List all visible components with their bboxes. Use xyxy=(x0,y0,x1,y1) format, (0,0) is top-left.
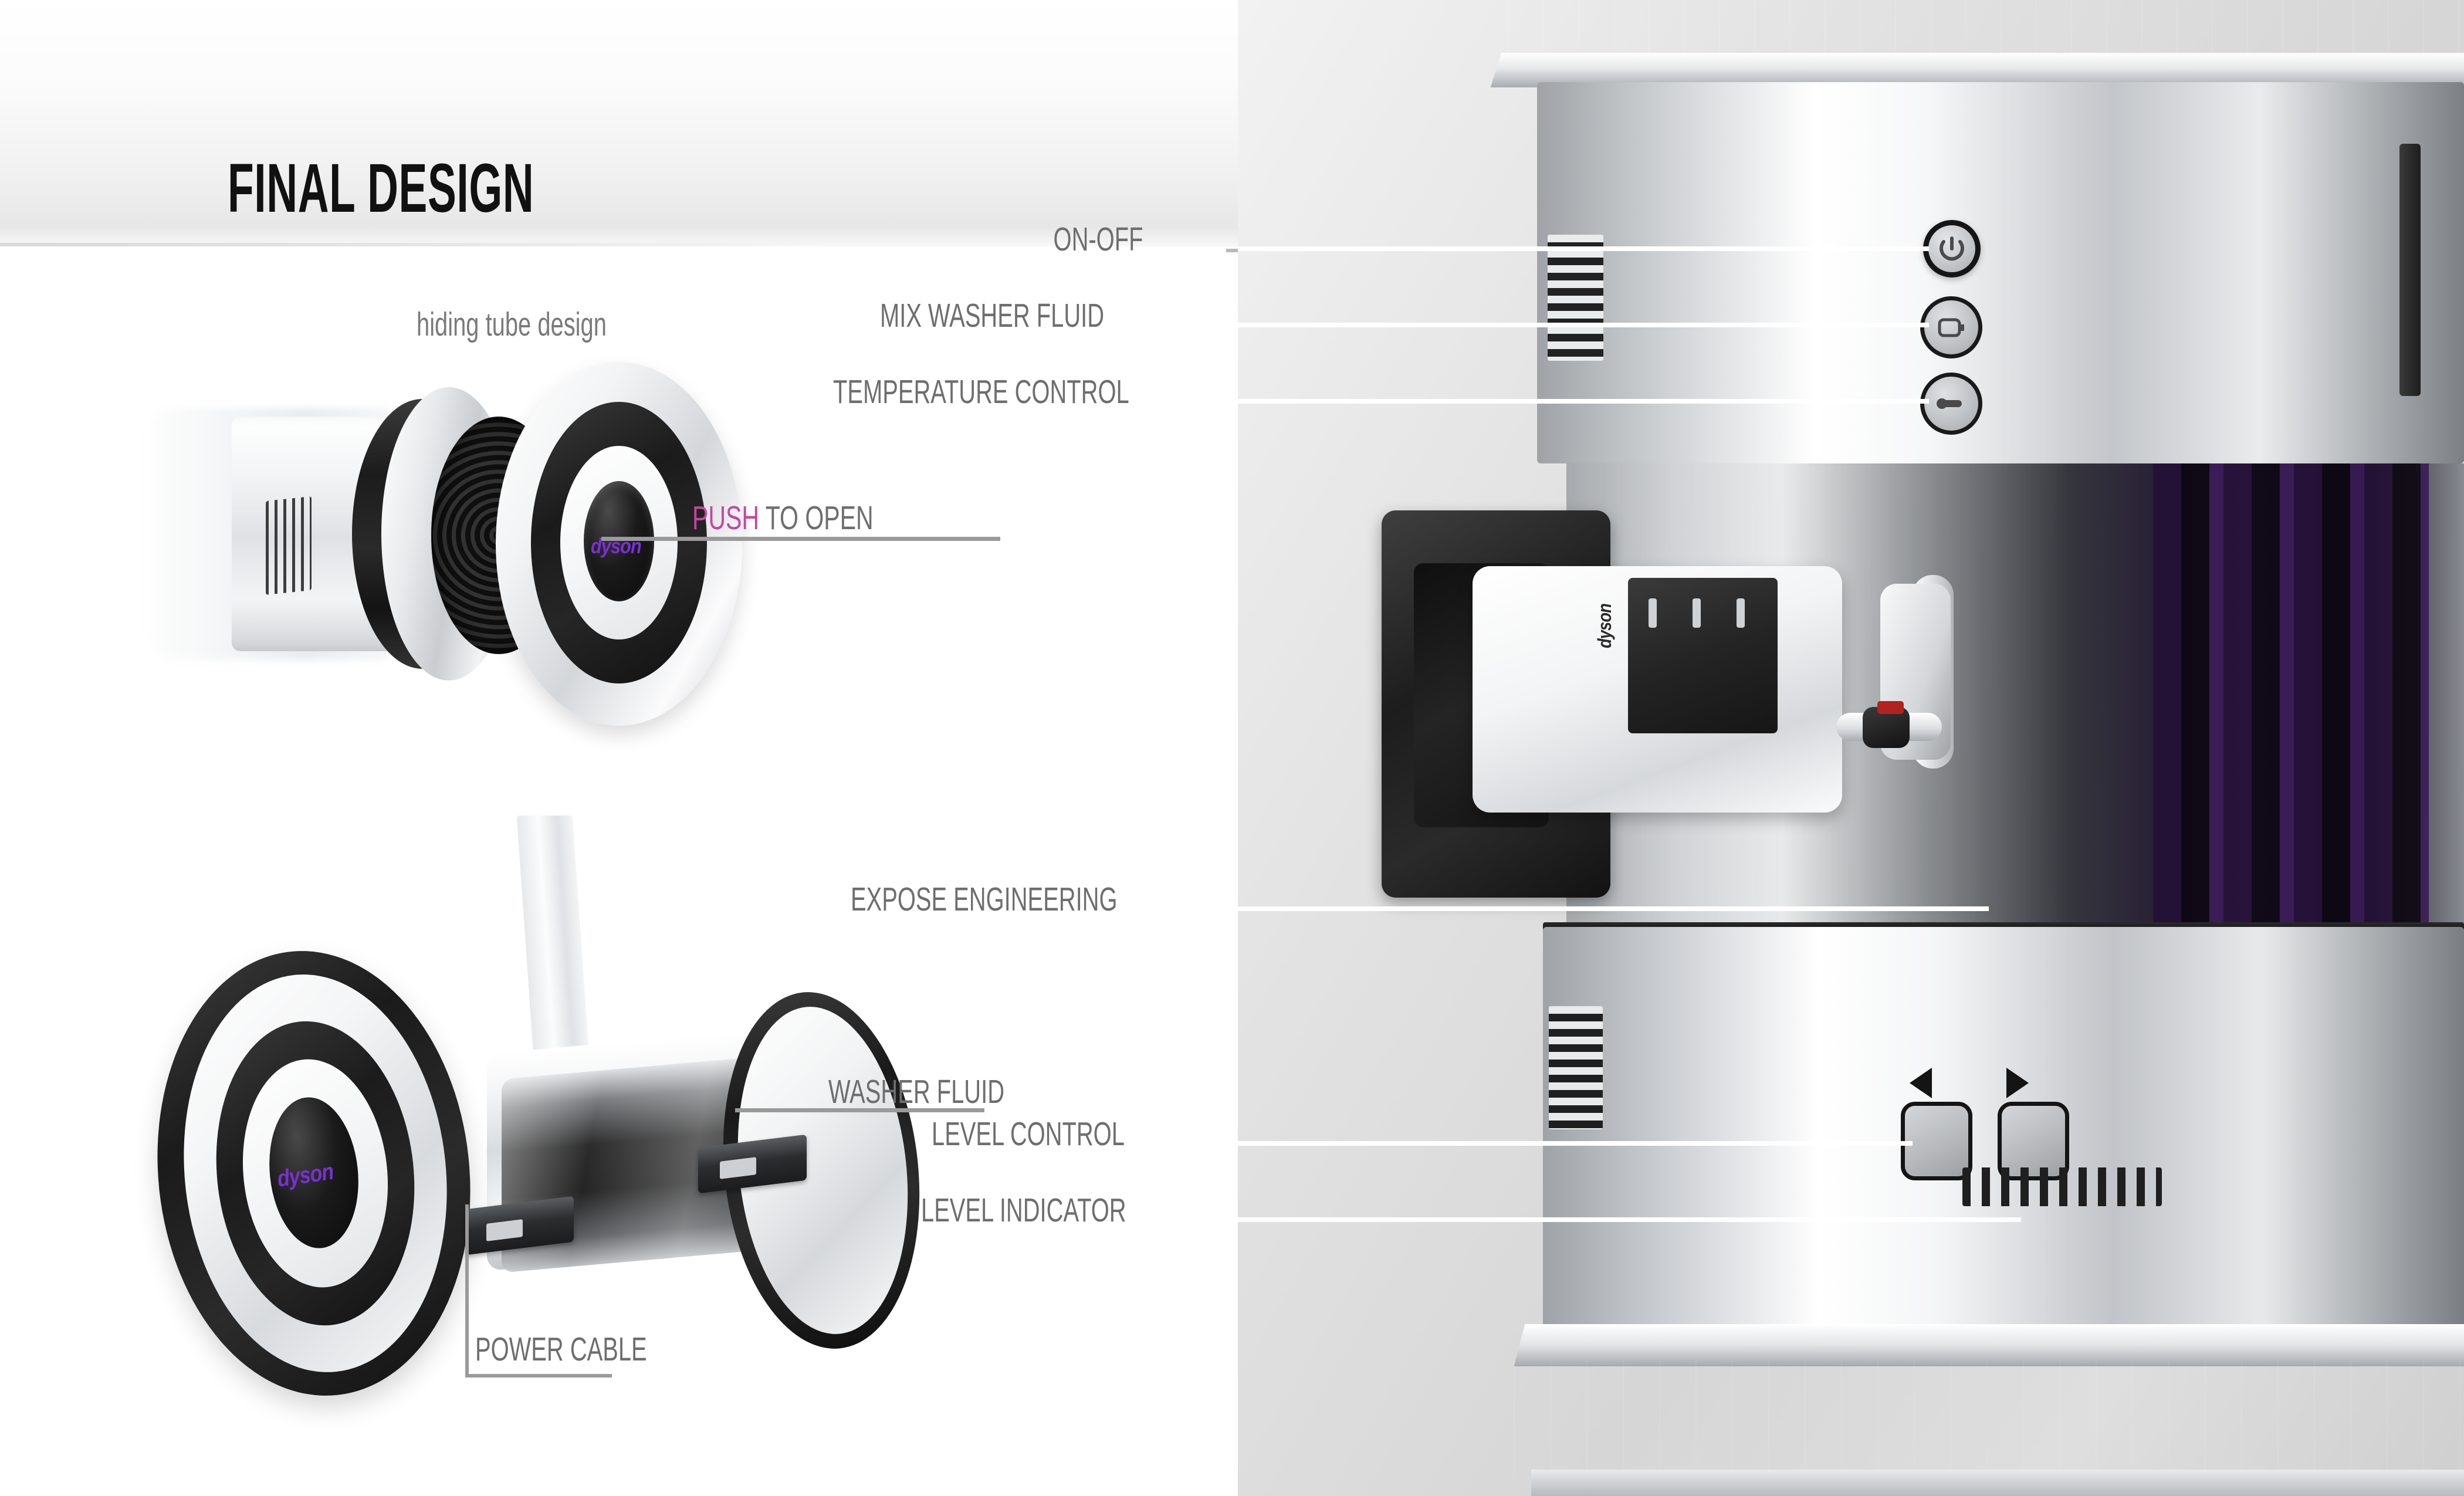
power-cable-leader-horizontal xyxy=(465,1374,612,1377)
render-hiding-tube: dyson xyxy=(150,337,965,760)
render-spool: dyson xyxy=(126,815,936,1412)
mix-washer-fluid-button[interactable] xyxy=(1920,296,1982,358)
washer-fluid-label: WASHER FLUID xyxy=(828,1073,1005,1111)
header-band xyxy=(0,0,1238,246)
level-increase-button[interactable] xyxy=(1998,1102,2069,1180)
lower-vent-slots-icon xyxy=(1549,1006,1603,1129)
dyson-logo-mechanism: dyson xyxy=(1594,604,1615,648)
page-title: FINAL DESIGN xyxy=(228,150,534,227)
power-icon xyxy=(1940,236,1964,261)
hiding-tube-caption: hiding tube design xyxy=(417,306,607,343)
mix-washer-fluid-leader-line xyxy=(1238,323,1929,327)
r1-push-button[interactable] xyxy=(584,481,654,601)
level-indicator-leader-line xyxy=(1238,1217,2021,1222)
mechanism-red-marker xyxy=(1877,701,1904,714)
mechanism-slot-2 xyxy=(1693,598,1701,628)
on-off-leader-line xyxy=(1238,246,1929,251)
label-mix-washer-fluid: MIX WASHER FLUID xyxy=(880,297,1105,334)
upper-right-dark-strip xyxy=(2399,144,2421,396)
to-open-words: TO OPEN xyxy=(759,499,874,537)
label-expose-engineering: EXPOSE ENGINEERING xyxy=(851,881,1118,918)
temperature-control-button[interactable] xyxy=(1920,373,1982,435)
washer-fluid-leader-line xyxy=(735,1108,984,1112)
mechanism-slot-3 xyxy=(1737,598,1745,628)
label-temperature-control: TEMPERATURE CONTROL xyxy=(833,373,1129,411)
label-level-control: LEVEL CONTROL xyxy=(932,1115,1125,1153)
mid-purple-internals xyxy=(2153,463,2429,927)
level-control-leader-line xyxy=(1238,1141,1913,1146)
bottle-icon xyxy=(1938,318,1964,337)
expose-engineering-leader-line xyxy=(1238,906,1989,911)
bottom-foot xyxy=(1531,1470,2464,1496)
upper-metal-body xyxy=(1537,82,2464,463)
power-cable-label: POWER CABLE xyxy=(475,1331,647,1368)
label-on-off: ON-OFF xyxy=(1053,221,1143,258)
temperature-control-leader-line xyxy=(1238,399,1929,404)
r1-vent-slots-icon xyxy=(266,496,312,595)
level-decrease-button[interactable] xyxy=(1901,1102,1972,1180)
power-cable-leader-vertical xyxy=(465,1204,469,1377)
level-indicator-scale xyxy=(1962,1167,2162,1206)
top-black-ribbed-cap xyxy=(1508,0,2464,56)
thermometer-icon xyxy=(1937,398,1962,409)
r2-hose-tube xyxy=(516,815,590,1056)
push-word: PUSH xyxy=(692,499,760,537)
bottom-black-ribbed-base xyxy=(1514,1361,2464,1481)
push-to-open-leader-line xyxy=(601,537,1000,541)
label-level-indicator: LEVEL INDICATOR xyxy=(921,1192,1126,1229)
on-off-leader-left xyxy=(1226,249,1238,252)
right-panel-render: dyson xyxy=(1238,0,2464,1496)
on-off-button[interactable] xyxy=(1923,220,1981,277)
push-to-open-label: PUSH TO OPEN xyxy=(692,502,874,535)
level-increase-arrow-icon xyxy=(2006,1068,2029,1098)
upper-vent-slots-icon xyxy=(1548,235,1603,361)
level-decrease-arrow-icon xyxy=(1910,1068,1932,1098)
bottom-bevel xyxy=(1514,1324,2464,1366)
mechanism-slot-1 xyxy=(1649,598,1657,628)
left-panel: FINAL DESIGN hiding tube design dyson PU… xyxy=(0,0,1238,1412)
